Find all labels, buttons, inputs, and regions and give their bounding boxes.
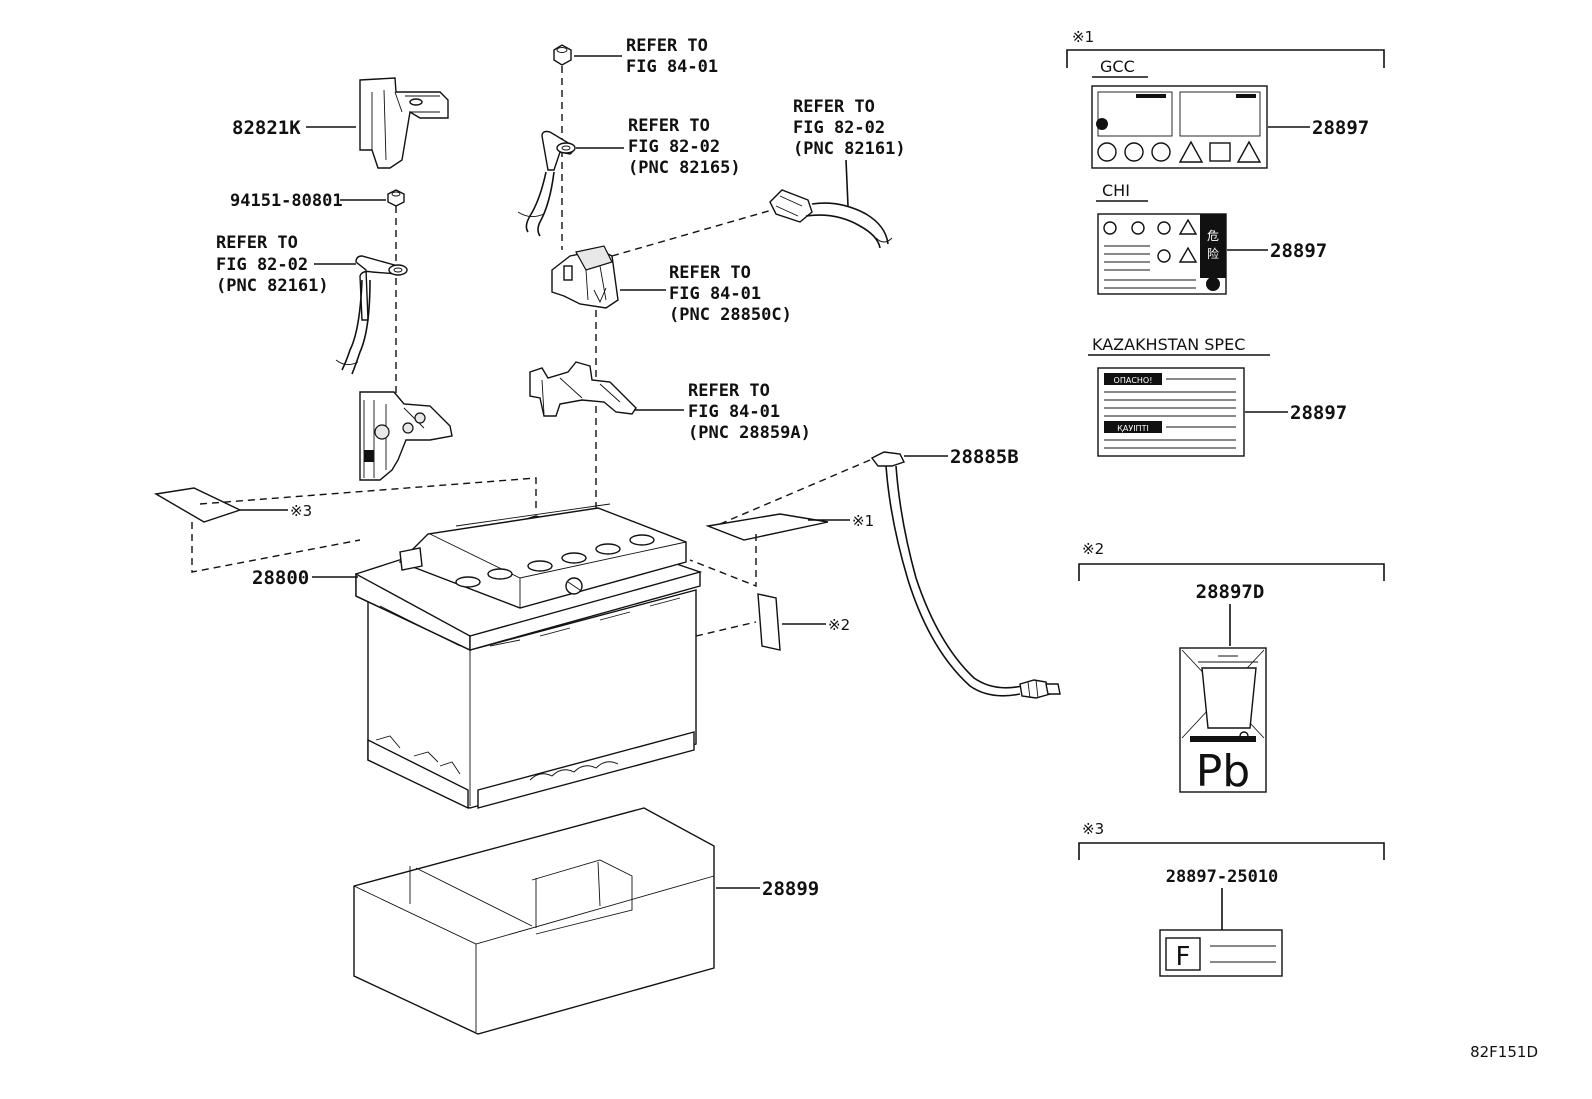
sticker-icon [705,513,829,541]
cable-icon [335,255,408,375]
cable-icon [769,189,893,249]
ref-top-nut-label: REFER TO FIG 84-01 [626,36,718,77]
svg-text:ОПАСНО!: ОПАСНО! [1114,376,1153,385]
sticker-icon [757,593,781,651]
svg-text:(PNC 82161): (PNC 82161) [793,139,906,159]
note3-callout: ※3 [290,502,312,520]
nut-icon [553,44,572,66]
note2-title: ※2 [1082,540,1104,558]
chi-title: CHI [1102,181,1130,200]
svg-text:(PNC 28850C): (PNC 28850C) [669,305,792,325]
label-82821K: 82821K [232,117,301,139]
note1-title: ※1 [1072,28,1094,46]
ref-sensor-cable-label: REFER TO FIG 82-02 (PNC 82161) [793,97,906,159]
svg-text:REFER TO: REFER TO [669,263,751,283]
sticker-icon [153,487,242,523]
ref-sensor-label: REFER TO FIG 84-01 (PNC 28850C) [669,263,792,325]
ref-bracket-label: REFER TO FIG 84-01 (PNC 28859A) [688,381,811,443]
svg-text:FIG 82-02: FIG 82-02 [628,137,720,157]
gcc-label-icon [1091,85,1268,169]
label-28899: 28899 [762,878,819,900]
svg-text:REFER TO: REFER TO [626,36,708,56]
gcc-title: GCC [1100,57,1135,76]
svg-text:(PNC 28859A): (PNC 28859A) [688,423,811,443]
svg-text:REFER TO: REFER TO [628,116,710,136]
ref-pos-cable-label: REFER TO FIG 82-02 (PNC 82161) [216,233,329,296]
chi-label-icon: 危 险 [1097,213,1227,295]
svg-text:FIG 84-01: FIG 84-01 [626,57,718,77]
battery-icon [355,503,703,810]
f-label-icon [1159,929,1283,977]
svg-text:(PNC 82161): (PNC 82161) [216,276,329,296]
note2-callout: ※2 [828,616,850,634]
f-mark: F [1176,942,1191,972]
svg-text:FIG 82-02: FIG 82-02 [216,255,308,275]
label-94151-80801: 94151-80801 [230,191,343,211]
note3-title: ※3 [1082,820,1104,838]
battery-terminal-clamp-icon [359,77,449,169]
svg-text:REFER TO: REFER TO [216,233,298,253]
svg-text:险: 险 [1207,246,1219,261]
pb-mark: Pb [1196,746,1250,797]
cable-icon [517,130,576,237]
note2-part: 28897D [1196,581,1265,603]
svg-text:ҚАУІПТІ: ҚАУІПТІ [1117,424,1149,433]
svg-text:FIG 84-01: FIG 84-01 [688,402,780,422]
ref-neg-cable-label: REFER TO FIG 82-02 (PNC 82165) [628,116,741,178]
kz-title: KAZAKHSTAN SPEC [1092,335,1245,354]
figure-code: 82F151D [1470,1043,1538,1061]
note3-part: 28897-25010 [1166,867,1279,887]
battery-cover-icon [353,807,715,1035]
kz-part: 28897 [1290,402,1347,424]
svg-text:危: 危 [1207,229,1219,243]
label-28800: 28800 [252,567,309,589]
svg-text:REFER TO: REFER TO [793,97,875,117]
terminal-clamp-icon [359,391,453,481]
bracket-icon [529,361,637,417]
sensor-icon [551,245,619,309]
vent-hose-icon [870,451,1061,699]
recycle-bin-icon [1179,647,1267,793]
svg-text:FIG 84-01: FIG 84-01 [669,284,761,304]
label-28885B: 28885B [950,446,1019,468]
kz-label-icon: ОПАСНО! ҚАУІПТІ [1097,367,1245,457]
nut-icon [387,189,405,207]
chi-part: 28897 [1270,240,1327,262]
svg-text:(PNC 82165): (PNC 82165) [628,158,741,178]
gcc-part: 28897 [1312,117,1369,139]
note1-callout: ※1 [852,512,874,530]
svg-text:FIG 82-02: FIG 82-02 [793,118,885,138]
svg-text:REFER TO: REFER TO [688,381,770,401]
